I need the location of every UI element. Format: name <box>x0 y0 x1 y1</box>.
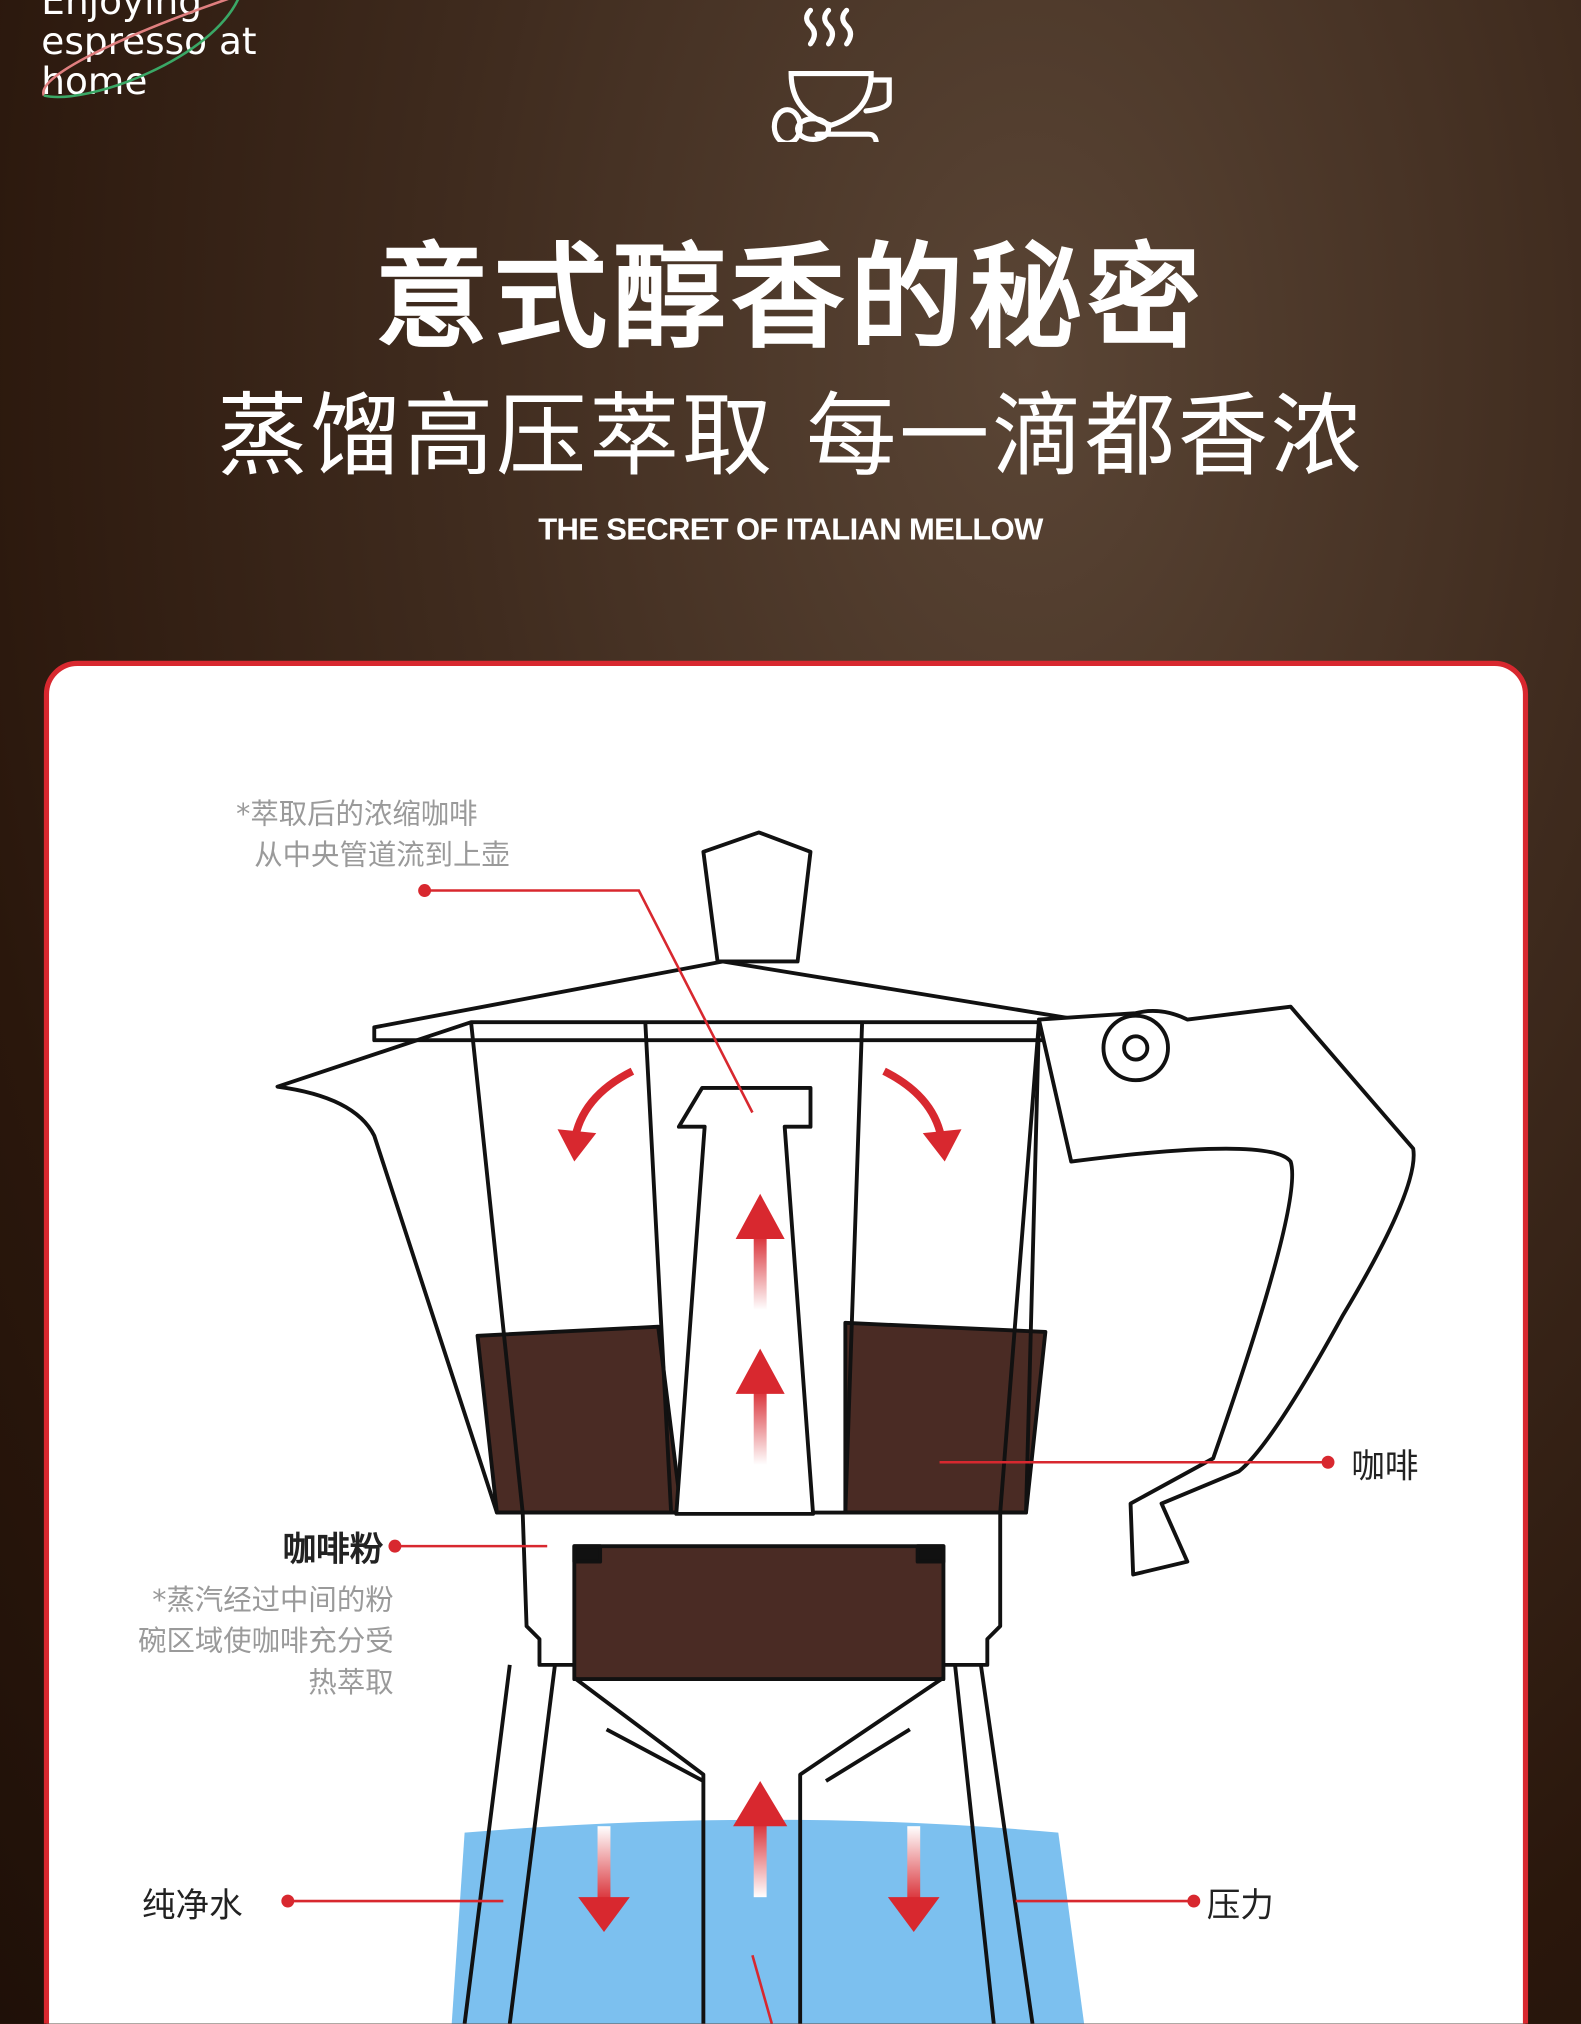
note-line: *蒸汽经过中间的粉 <box>152 1584 394 1618</box>
logo-line: Enjoying <box>41 0 202 24</box>
flow-arrows <box>557 1067 962 1933</box>
logo-swoosh <box>42 0 239 99</box>
page-title: 意式醇香的秘密 <box>374 231 1207 364</box>
label-pressure: 压力 <box>1206 1886 1274 1926</box>
note-line: 碗区域使咖啡充分受 <box>138 1626 394 1659</box>
label-coffee: 咖啡 <box>1351 1448 1419 1487</box>
note-line: *萃取后的浓缩咖啡 <box>236 798 478 832</box>
coffee-cup-icon <box>771 7 892 142</box>
logo: Enjoying espresso at home <box>41 0 257 102</box>
note-line: 从中央管道流到上壶 <box>254 840 510 873</box>
english-subtitle: THE SECRET OF ITALIAN MELLOW <box>538 512 1043 548</box>
note-top: *萃取后的浓缩咖啡 从中央管道流到上壶 <box>236 795 510 878</box>
coffee-fill <box>475 1324 684 1515</box>
label-water: 纯净水 <box>141 1886 243 1926</box>
label-grounds: 咖啡粉 <box>282 1530 384 1570</box>
note-line: 热萃取 <box>308 1667 394 1700</box>
page-subtitle: 蒸馏高压萃取 每一滴都香浓 <box>217 383 1364 490</box>
note-grounds: *蒸汽经过中间的粉 碗区域使咖啡充分受 热萃取 <box>52 1581 394 1705</box>
